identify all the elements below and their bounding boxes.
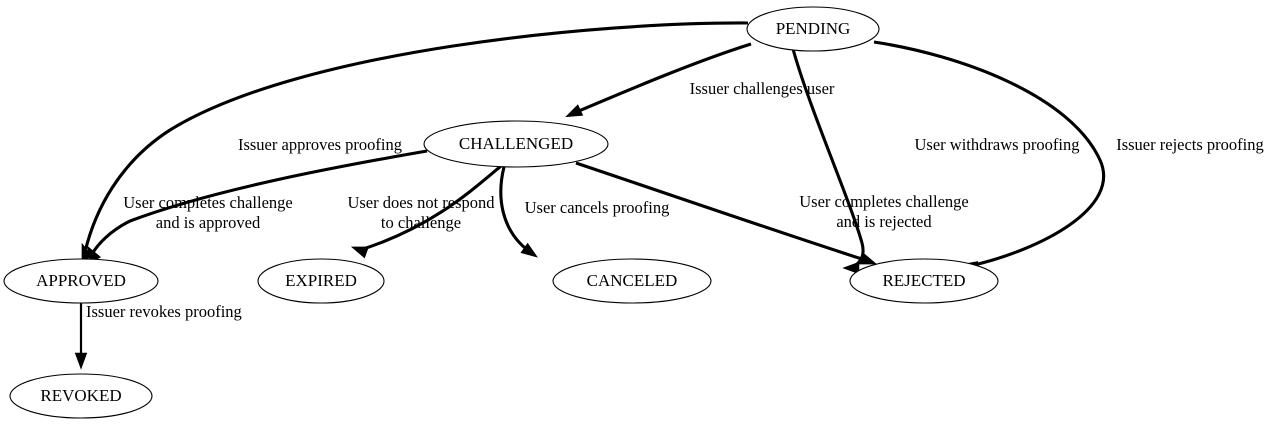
edge-label-pending-to-approved: Issuer approves proofing <box>238 135 402 154</box>
state-node-ellipse-pending <box>746 6 880 52</box>
edge-line-pending-to-challenged <box>573 42 752 115</box>
state-node-ellipse-rejected <box>849 258 999 304</box>
state-node-label-revoked: REVOKED <box>40 386 121 405</box>
state-node-label-canceled: CANCELED <box>587 271 678 290</box>
edge-line-challenged-to-canceled <box>499 166 531 254</box>
state-node-ellipse-revoked <box>9 373 153 419</box>
state-node-label-pending: PENDING <box>776 19 851 38</box>
state-node-rejected[interactable]: REJECTED <box>849 258 999 304</box>
edge-label-pending-to-canceled: User withdraws proofing <box>915 135 1080 154</box>
state-node-ellipse-challenged <box>423 120 609 168</box>
edge-arrowhead-challenged-to-expired <box>350 246 369 259</box>
edge-line-challenged-to-approved <box>90 149 428 255</box>
edge-arrowhead-pending-to-challenged <box>565 104 584 118</box>
edge-label-pending-to-challenged: Issuer challenges user <box>690 79 835 98</box>
state-node-label-challenged: CHALLENGED <box>459 134 573 153</box>
state-node-ellipse-approved <box>3 258 159 304</box>
state-node-label-approved: APPROVED <box>36 271 126 290</box>
edge-pending-to-challenged: Issuer challenges user <box>565 42 835 118</box>
state-node-label-expired: EXPIRED <box>285 271 357 290</box>
edge-line-pending-to-rejected <box>873 40 1106 268</box>
edge-pending-to-canceled: User withdraws proofing <box>791 48 1080 275</box>
state-node-revoked[interactable]: REVOKED <box>9 373 153 419</box>
edge-approved-to-revoked: Issuer revokes proofing <box>74 302 242 370</box>
edge-line-challenged-to-rejected <box>575 161 869 263</box>
edge-line-challenged-to-expired <box>359 164 502 252</box>
edge-label-pending-to-rejected: Issuer rejects proofing <box>1116 135 1264 154</box>
state-node-pending[interactable]: PENDING <box>746 6 880 52</box>
edge-line-pending-to-canceled <box>791 48 865 270</box>
state-node-canceled[interactable]: CANCELED <box>552 258 712 304</box>
edge-pending-to-approved: Issuer approves proofing <box>81 21 749 261</box>
edge-label-challenged-to-canceled: User cancels proofing <box>525 198 670 217</box>
nodes-layer: PENDING CHALLENGED APPROVED EXPIRED CANCELED… <box>3 6 999 419</box>
edge-arrowhead-pending-to-canceled <box>842 261 860 275</box>
state-node-label-rejected: REJECTED <box>882 271 965 290</box>
edge-pending-to-rejected: Issuer rejects proofing <box>873 40 1264 274</box>
edge-line-pending-to-approved <box>83 21 749 253</box>
edge-label-approved-to-revoked: Issuer revokes proofing <box>86 302 242 321</box>
edge-arrowhead-challenged-to-canceled <box>520 242 538 258</box>
state-node-challenged[interactable]: CHALLENGED <box>423 120 609 168</box>
state-node-approved[interactable]: APPROVED <box>3 258 159 304</box>
state-node-ellipse-canceled <box>552 258 712 304</box>
edge-arrowhead-approved-to-revoked <box>74 352 88 370</box>
edge-challenged-to-canceled: User cancels proofing <box>499 166 670 258</box>
state-node-expired[interactable]: EXPIRED <box>257 258 385 304</box>
state-node-ellipse-expired <box>257 258 385 304</box>
